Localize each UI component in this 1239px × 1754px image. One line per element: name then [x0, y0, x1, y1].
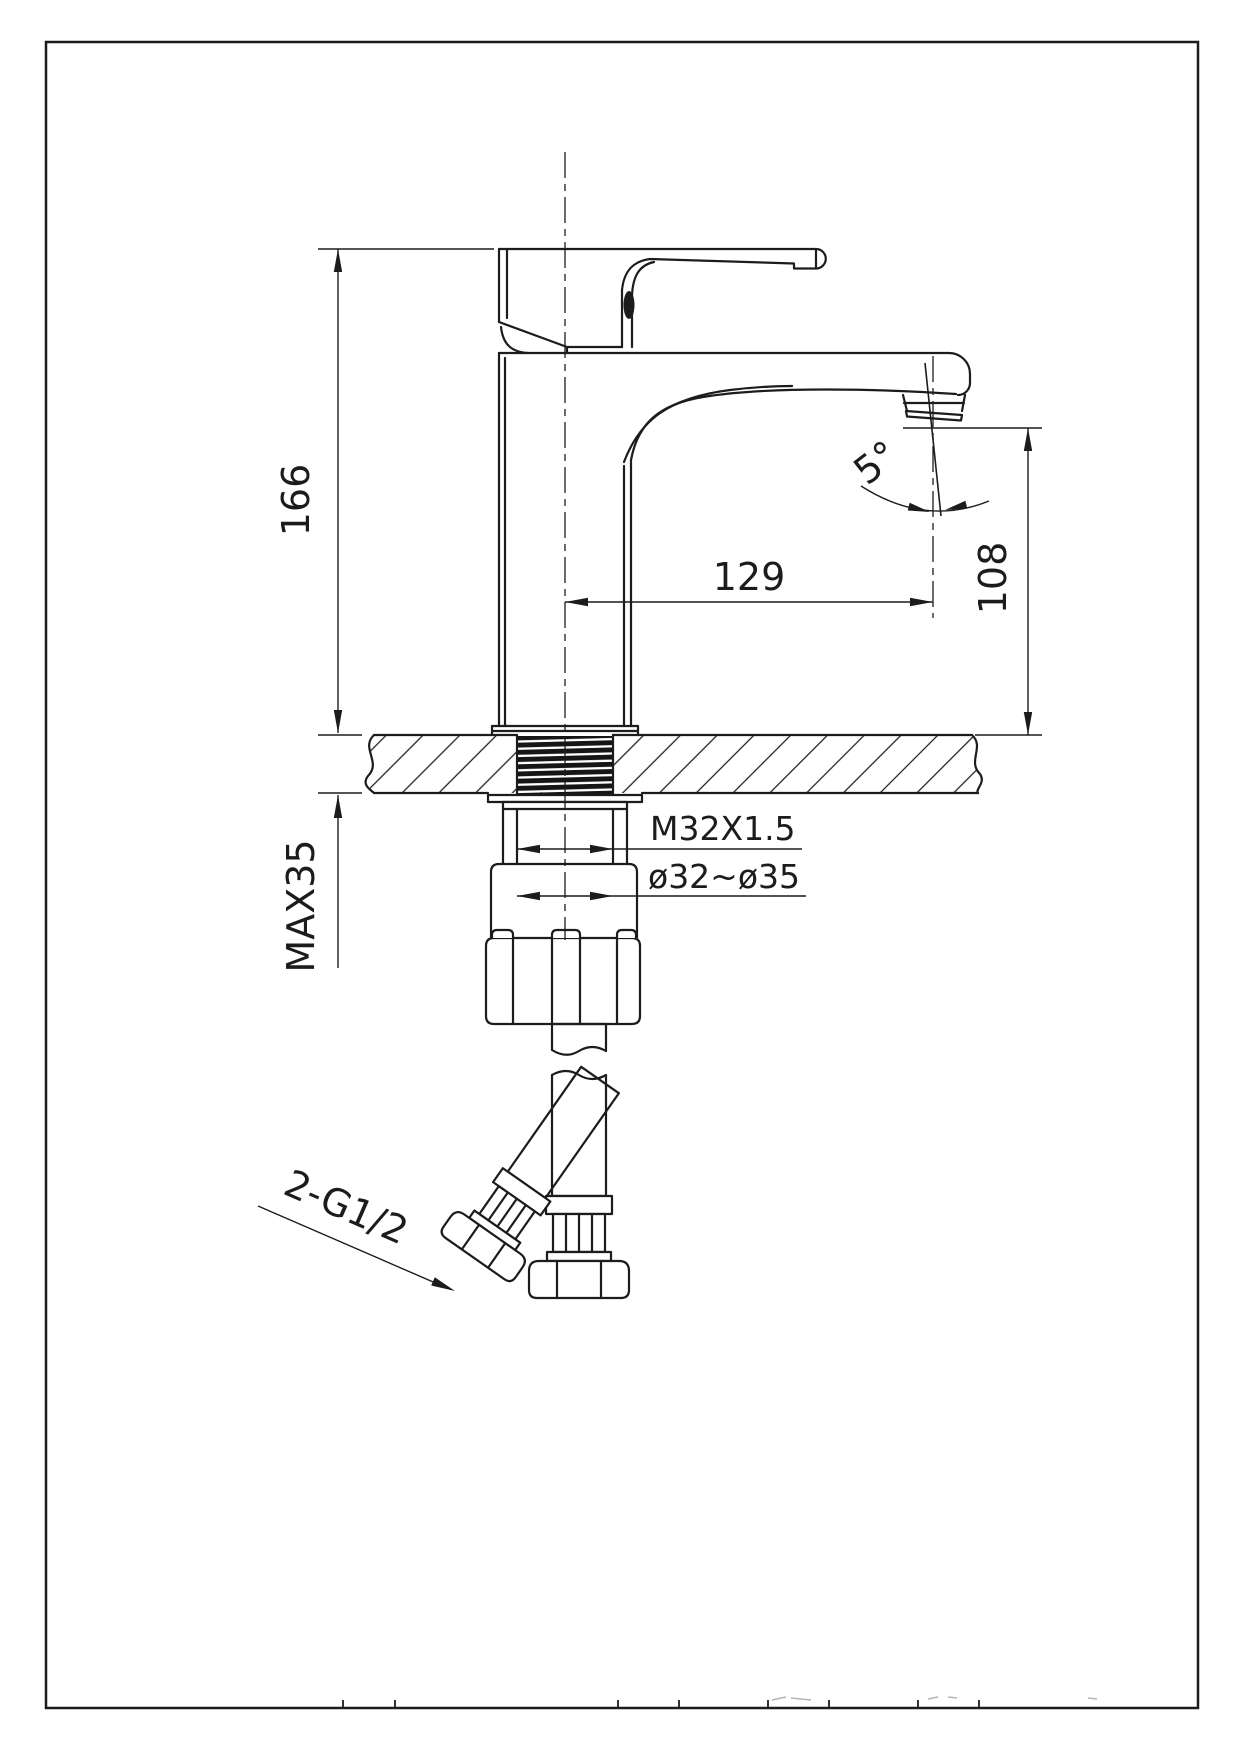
lever-handle — [497, 247, 827, 349]
dimension-label-supply-hose-thread: 2-G1/2 — [278, 1161, 415, 1253]
dimension-outlet-height: 108 — [903, 427, 1042, 736]
dimension-label-shank-thread: M32X1.5 — [650, 809, 796, 848]
lever-set-screw — [623, 291, 635, 319]
drawing-border — [44, 40, 1200, 1710]
dimension-shank-thread: M32X1.5 — [517, 809, 802, 854]
aerator-outlet — [901, 393, 967, 422]
dimension-outlet-angle: 5° — [845, 432, 990, 512]
hose-hex-nut-right — [527, 1259, 631, 1300]
dimension-overall-height: 166 — [274, 248, 494, 736]
faucet-body-outline — [490, 247, 972, 737]
dimension-label-overall-height: 166 — [274, 464, 318, 537]
dimension-mounting-hole: ø32~ø35 — [517, 857, 806, 901]
dimension-label-outlet-angle: 5° — [845, 432, 906, 493]
dimension-label-outlet-height: 108 — [971, 542, 1015, 615]
dimension-label-spout-reach: 129 — [713, 555, 786, 599]
dimension-label-max-deck-thickness: MAX35 — [279, 839, 323, 972]
annotation-supply-hose-thread: 2-G1/2 — [257, 1161, 455, 1291]
dimension-max-deck-thickness: MAX35 — [279, 792, 362, 973]
supply-hose-right — [527, 1022, 631, 1300]
border-faint-marks — [771, 1696, 1098, 1701]
dimension-spout-reach: 129 — [565, 555, 933, 607]
dimension-label-mounting-hole: ø32~ø35 — [648, 857, 800, 896]
mounting-nut — [484, 862, 642, 1026]
hose-hex-nut-left — [440, 1211, 526, 1283]
counter-deck-section — [364, 733, 983, 795]
supply-hose-left — [440, 1065, 620, 1283]
border-tick-marks — [342, 1700, 980, 1708]
